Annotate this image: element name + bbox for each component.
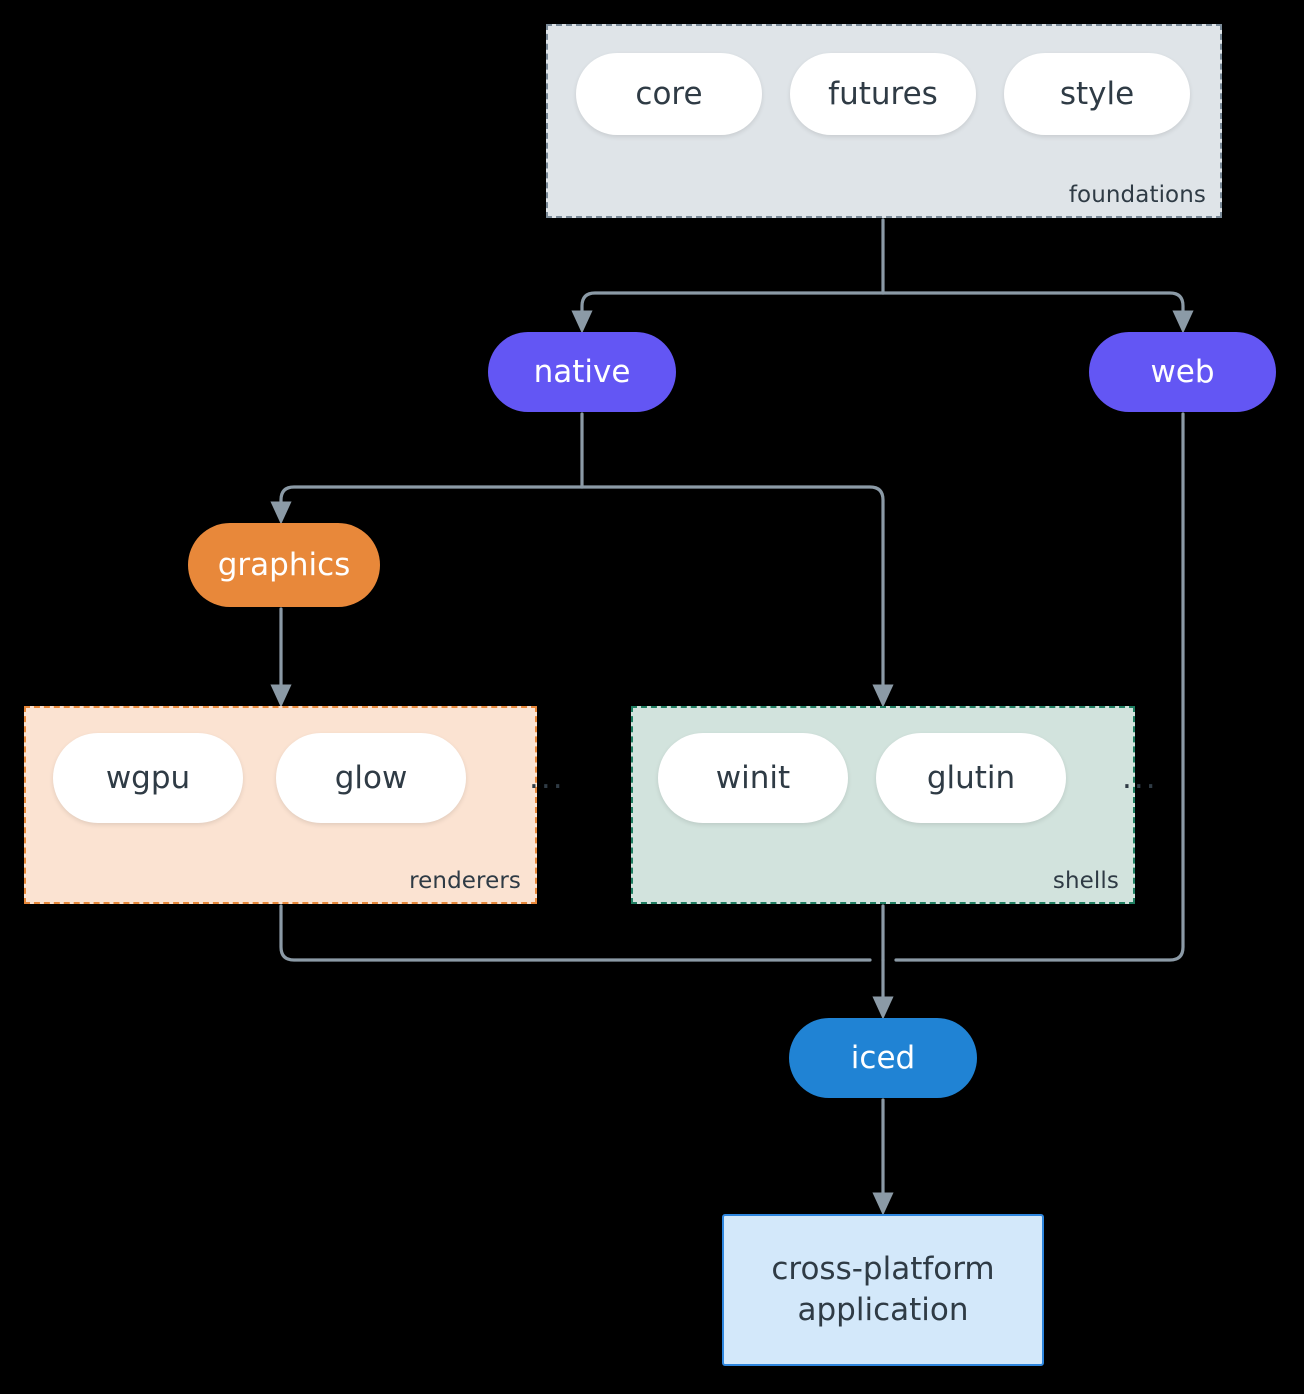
leaf-glutin[interactable]: glutin [876, 733, 1066, 823]
edge-renderers-to-iced [279, 904, 872, 962]
leaf-winit[interactable]: winit [658, 733, 848, 823]
group-label-shells: shells [1052, 868, 1119, 894]
renderers-more-ellipsis: ... [529, 760, 565, 796]
application-line-1: cross-platform [771, 1251, 995, 1288]
group-shells: winit glutin ... shells [631, 706, 1156, 904]
group-label-foundations: foundations [1068, 182, 1206, 208]
edge-foundations-to-native [571, 291, 885, 334]
node-cross-platform-application[interactable]: cross-platform application [722, 1214, 1044, 1366]
group-foundations: core futures style foundations [546, 24, 1222, 218]
leaf-glow[interactable]: glow [276, 733, 466, 823]
shells-item-row: winit glutin ... [658, 733, 1158, 823]
leaf-core[interactable]: core [576, 53, 762, 135]
node-web[interactable]: web [1089, 332, 1276, 412]
node-native[interactable]: native [488, 332, 676, 412]
application-line-2: application [797, 1292, 969, 1328]
foundations-item-row: core futures style [576, 53, 1190, 135]
group-label-renderers: renderers [409, 868, 521, 894]
node-graphics[interactable]: graphics [188, 523, 380, 607]
group-renderers: wgpu glow ... renderers [24, 706, 563, 904]
node-iced[interactable]: iced [789, 1018, 977, 1098]
renderers-item-row: wgpu glow ... [53, 733, 565, 823]
edge-foundations-to-web [881, 291, 1194, 334]
edge-native-to-graphics [270, 485, 584, 525]
leaf-wgpu[interactable]: wgpu [53, 733, 243, 823]
leaf-style[interactable]: style [1004, 53, 1190, 135]
leaf-futures[interactable]: futures [790, 53, 976, 135]
shells-more-ellipsis: ... [1122, 760, 1158, 796]
edge-native-to-shells [580, 485, 894, 708]
